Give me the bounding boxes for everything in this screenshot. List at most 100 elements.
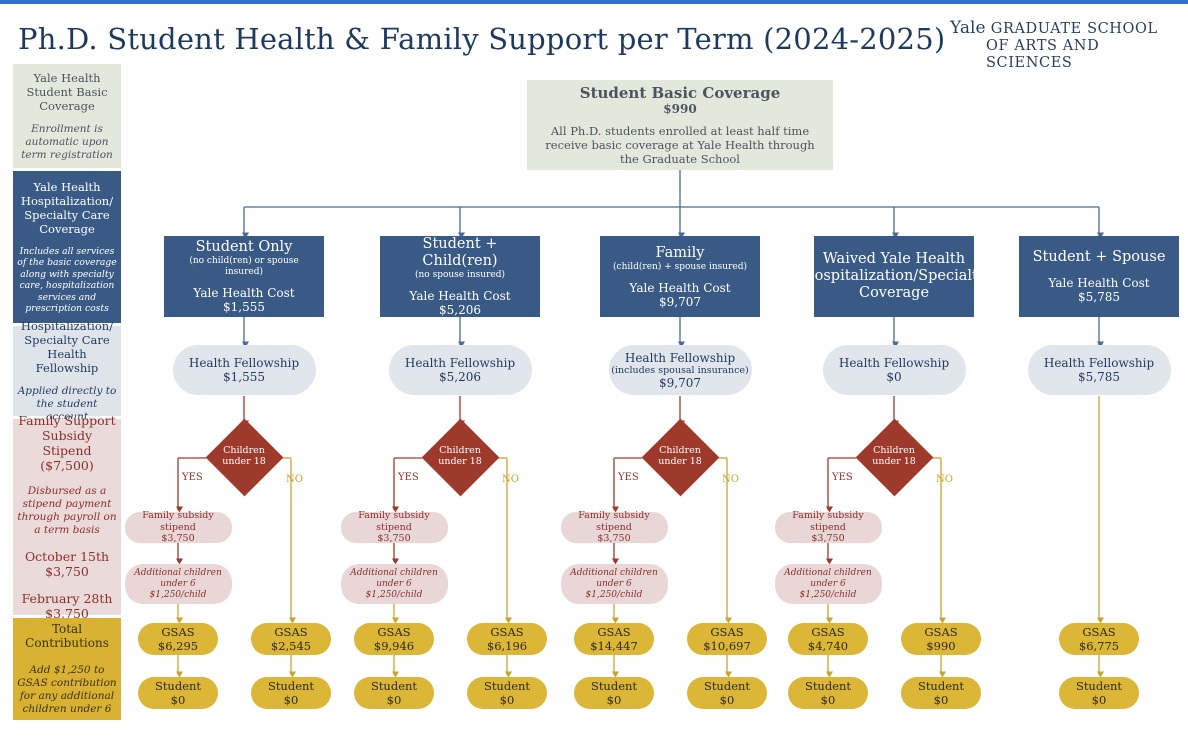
fellowship-amount: $0 [886,370,902,384]
logo-yale: Yale [950,18,986,38]
no-label: NO [502,474,519,485]
gsas-yes-contribution: GSAS$14,447 [574,623,654,655]
stipend-amount: $3,750 [811,533,845,545]
sidebar-total-note: Add $1,250 to GSAS contribution for any … [17,664,117,715]
fellowship-label: Health Fellowship [404,356,516,370]
student-amount: $0 [386,693,402,707]
sidebar-basic-title: Yale Health Student Basic Coverage [26,70,108,113]
fellowship-label: Health Fellowship [188,356,300,370]
student-amount: $0 [283,693,299,707]
plan-cost: $5,206 [439,303,481,317]
student-label: Student [590,679,638,693]
gsas-no-contribution: GSAS$6,196 [467,623,547,655]
plan-box-2: Family(child(ren) + spouse insured)Yale … [600,236,760,317]
gsas-amount: $6,196 [486,639,528,653]
children-decision-label: Children under 18 [859,445,929,467]
children-decision-label: Children under 18 [209,445,279,467]
gsas-label: GSAS [811,625,845,639]
gsas-amount: $6,775 [1078,639,1120,653]
additional-children-amount: $1,250/child [365,589,423,600]
student-label: Student [1075,679,1123,693]
gsas-amount: $990 [926,639,956,653]
logo-line2: OF ARTS AND SCIENCES [986,38,1100,71]
stipend-amount: $3,750 [377,533,411,545]
additional-children-label: Additional children under 6 [570,567,658,589]
additional-children-pill: Additional children under 6$1,250/child [340,564,448,604]
student-basic-coverage-box: Student Basic Coverage $990 All Ph.D. st… [527,80,833,170]
sidebar-family-date2: February 28th [21,591,113,606]
family-subsidy-stipend-pill: Family subsidy stipend$3,750 [124,510,232,544]
sidebar-family-amt1: $3,750 [45,564,89,579]
health-fellowship-2: Health Fellowship(includes spousal insur… [608,345,752,395]
flow-lines [176,170,1104,678]
student-amount: $0 [719,693,735,707]
yes-label: YES [398,472,419,483]
plan-cost-label: Yale Health Cost [409,289,511,303]
stipend-label: Family subsidy stipend [358,510,430,533]
student-yes-contribution: Student$0 [574,677,654,709]
sidebar-basic-coverage: Yale Health Student Basic Coverage Enrol… [13,64,121,168]
gsas-label: GSAS [274,625,308,639]
children-label-text: Children under 18 [222,445,266,467]
sidebar-family-subsidy: Family Support Subsidy Stipend ($7,500) … [13,413,121,621]
sidebar-family-amount: ($7,500) [40,458,94,473]
student-amount: $0 [820,693,836,707]
fellowship-amount: $1,555 [223,370,265,384]
plan-box-3: Waived Yale Health Hospitalization/Speci… [802,236,986,317]
student-amount: $0 [933,693,949,707]
student-contribution: Student$0 [1059,677,1139,709]
sidebar-health-fellowship: Hospitalization/ Specialty Care Health F… [13,319,121,423]
gsas-no-contribution: GSAS$990 [901,623,981,655]
additional-children-amount: $1,250/child [149,589,207,600]
additional-children-label: Additional children under 6 [134,567,222,589]
gsas-yes-contribution: GSAS$6,295 [138,623,218,655]
basic-coverage-amount: $990 [663,102,697,116]
health-fellowship-4: Health Fellowship$5,785 [1027,345,1171,395]
student-yes-contribution: Student$0 [788,677,868,709]
additional-children-label: Additional children under 6 [784,567,872,589]
logo-line1: GRADUATE SCHOOL [990,21,1158,37]
plan-title: Waived Yale Health Hospitalization/Speci… [801,251,987,301]
student-amount: $0 [1091,693,1107,707]
sidebar-fellowship-title: Hospitalization/ Specialty Care Health F… [20,318,114,375]
gsas-amount: $14,447 [590,639,638,653]
student-label: Student [154,679,202,693]
sidebar-family-amt2: $3,750 [45,606,89,621]
additional-children-pill: Additional children under 6$1,250/child [560,564,668,604]
gsas-label: GSAS [597,625,631,639]
yale-gsas-logo: Yale GRADUATE SCHOOL OF ARTS AND SCIENCE… [950,20,1170,72]
student-label: Student [483,679,531,693]
sidebar-hosp-note: Includes all services of the basic cover… [17,245,117,315]
student-yes-contribution: Student$0 [138,677,218,709]
children-label-text: Children under 18 [872,445,916,467]
plan-box-1: Student + Child(ren)(no spouse insured)Y… [380,236,540,317]
sidebar-hospitalization-coverage: Yale Health Hospitalization/ Specialty C… [13,171,121,323]
plan-title: Student + Spouse [1032,249,1166,265]
student-label: Student [267,679,315,693]
stipend-amount: $3,750 [597,533,631,545]
children-decision-label: Children under 18 [425,445,495,467]
plan-cost-label: Yale Health Cost [193,286,295,300]
yes-label: YES [832,472,853,483]
fellowship-amount: $9,707 [659,375,701,390]
plan-cost-label: Yale Health Cost [1048,276,1150,290]
sidebar-total-contributions: Total Contributions Add $1,250 to GSAS c… [13,618,121,720]
student-label: Student [804,679,852,693]
student-no-contribution: Student$0 [901,677,981,709]
sidebar-family-date1: October 15th [24,549,110,564]
plan-subtitle: (no spouse insured) [415,270,505,280]
basic-coverage-description: All Ph.D. students enrolled at least hal… [545,124,815,166]
gsas-no-contribution: GSAS$2,545 [251,623,331,655]
student-no-contribution: Student$0 [687,677,767,709]
additional-children-pill: Additional children under 6$1,250/child [774,564,882,604]
stipend-label: Family subsidy stipend [578,510,650,533]
yes-label: YES [182,472,203,483]
plan-cost: $9,707 [659,294,701,309]
health-fellowship-1: Health Fellowship$5,206 [388,345,532,395]
plan-subtitle: (no child(ren) or spouse insured) [189,256,299,277]
children-decision-label: Children under 18 [645,445,715,467]
gsas-amount: $6,295 [157,639,199,653]
gsas-amount: $4,740 [807,639,849,653]
gsas-label: GSAS [161,625,195,639]
children-label-text: Children under 18 [438,445,482,467]
